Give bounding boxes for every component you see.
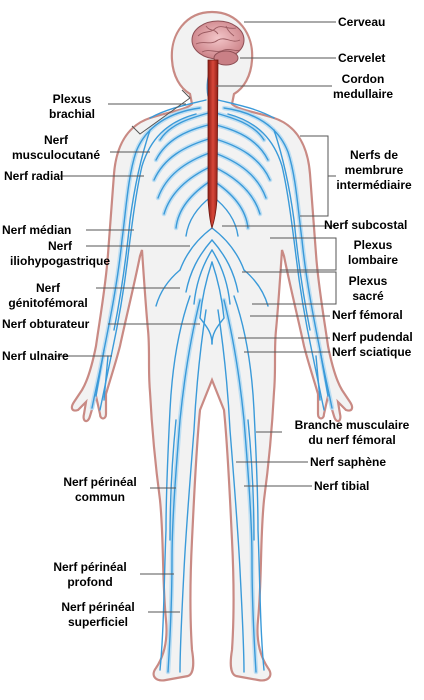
- label-nerf-ulnaire: Nerf ulnaire: [2, 349, 69, 363]
- label-nerf-tibial: Nerf tibial: [314, 479, 370, 493]
- label-nerf-saphene: Nerf saphène: [310, 455, 387, 469]
- label-superficiel-line2: superficiel: [67, 615, 129, 629]
- label-musculocutane-line1: Nerf: [43, 133, 68, 147]
- label-profond-line1: Nerf périnéal: [53, 560, 127, 574]
- label-nerfs-membrure: Nerfs de membrure intermédiaire: [330, 148, 418, 193]
- label-nerf-subcostal: Nerf subcostal: [324, 218, 408, 232]
- label-nerf-obturateur: Nerf obturateur: [2, 317, 90, 331]
- label-iliohypogastrique-line1: Nerf: [47, 239, 72, 253]
- label-nerf-radial: Nerf radial: [4, 169, 64, 183]
- leader-lines: [56, 21, 337, 613]
- label-nerf-perineal-superficiel: Nerf périnéal superficiel: [48, 600, 148, 630]
- label-genitofemoral-line2: génitofémoral: [8, 296, 88, 310]
- label-cordon-line2: medullaire: [332, 87, 394, 101]
- label-profond-line2: profond: [67, 575, 113, 589]
- label-commun-line1: Nerf périnéal: [63, 475, 137, 489]
- label-nerf-perineal-profond: Nerf périnéal profond: [40, 560, 140, 590]
- label-sacre-line2: sacré: [352, 289, 384, 303]
- label-cordon-medullaire: Cordon medullaire: [328, 72, 398, 102]
- label-plexus-lombaire: Plexus lombaire: [338, 238, 408, 268]
- label-nerf-pudendal: Nerf pudendal: [332, 330, 413, 344]
- label-nerf-musculocutane: Nerf musculocutané: [4, 133, 108, 163]
- label-musculocutane-line2: musculocutané: [11, 148, 101, 162]
- label-membrure-line1: Nerfs de: [349, 148, 399, 162]
- label-commun-line2: commun: [74, 490, 125, 504]
- label-lombaire-line2: lombaire: [347, 253, 398, 267]
- label-cerveau: Cerveau: [338, 15, 386, 29]
- label-nerf-femoral: Nerf fémoral: [332, 308, 403, 322]
- label-iliohypogastrique-line2: iliohypogastrique: [9, 254, 110, 268]
- label-superficiel-line1: Nerf périnéal: [61, 600, 135, 614]
- label-branche-musculaire: Branche musculaire du nerf fémoral: [282, 418, 422, 448]
- label-cervelet: Cervelet: [338, 51, 386, 65]
- label-nerf-sciatique: Nerf sciatique: [332, 345, 412, 359]
- brachial-plexus-bracket: [131, 89, 191, 135]
- label-nerf-median: Nerf médian: [2, 223, 72, 237]
- label-nerf-genitofemoral: Nerf génitofémoral: [0, 281, 96, 311]
- spinal-cord: [207, 59, 219, 230]
- label-nerf-iliohypogastrique: Nerf iliohypogastrique: [0, 239, 120, 269]
- label-genitofemoral-line1: Nerf: [35, 281, 60, 295]
- label-branche-line2: du nerf fémoral: [308, 433, 396, 447]
- label-sacre-line1: Plexus: [348, 274, 388, 288]
- label-membrure-line2: membrure: [344, 163, 404, 177]
- label-plexus-sacre: Plexus sacré: [338, 274, 398, 304]
- label-branche-line1: Branche musculaire: [294, 418, 410, 432]
- cerebellum: [213, 50, 239, 66]
- label-lombaire-line1: Plexus: [353, 238, 393, 252]
- label-plexus-brachial: Plexus brachial: [36, 92, 108, 122]
- brain-folds: [195, 25, 241, 53]
- label-nerf-perineal-commun: Nerf périnéal commun: [50, 475, 150, 505]
- label-brachial-line2: brachial: [48, 107, 96, 121]
- label-membrure-line3: intermédiaire: [336, 178, 412, 192]
- body-silhouette: [70, 10, 354, 682]
- label-brachial-line1: Plexus: [52, 92, 92, 106]
- label-cordon-line1: Cordon: [341, 72, 385, 86]
